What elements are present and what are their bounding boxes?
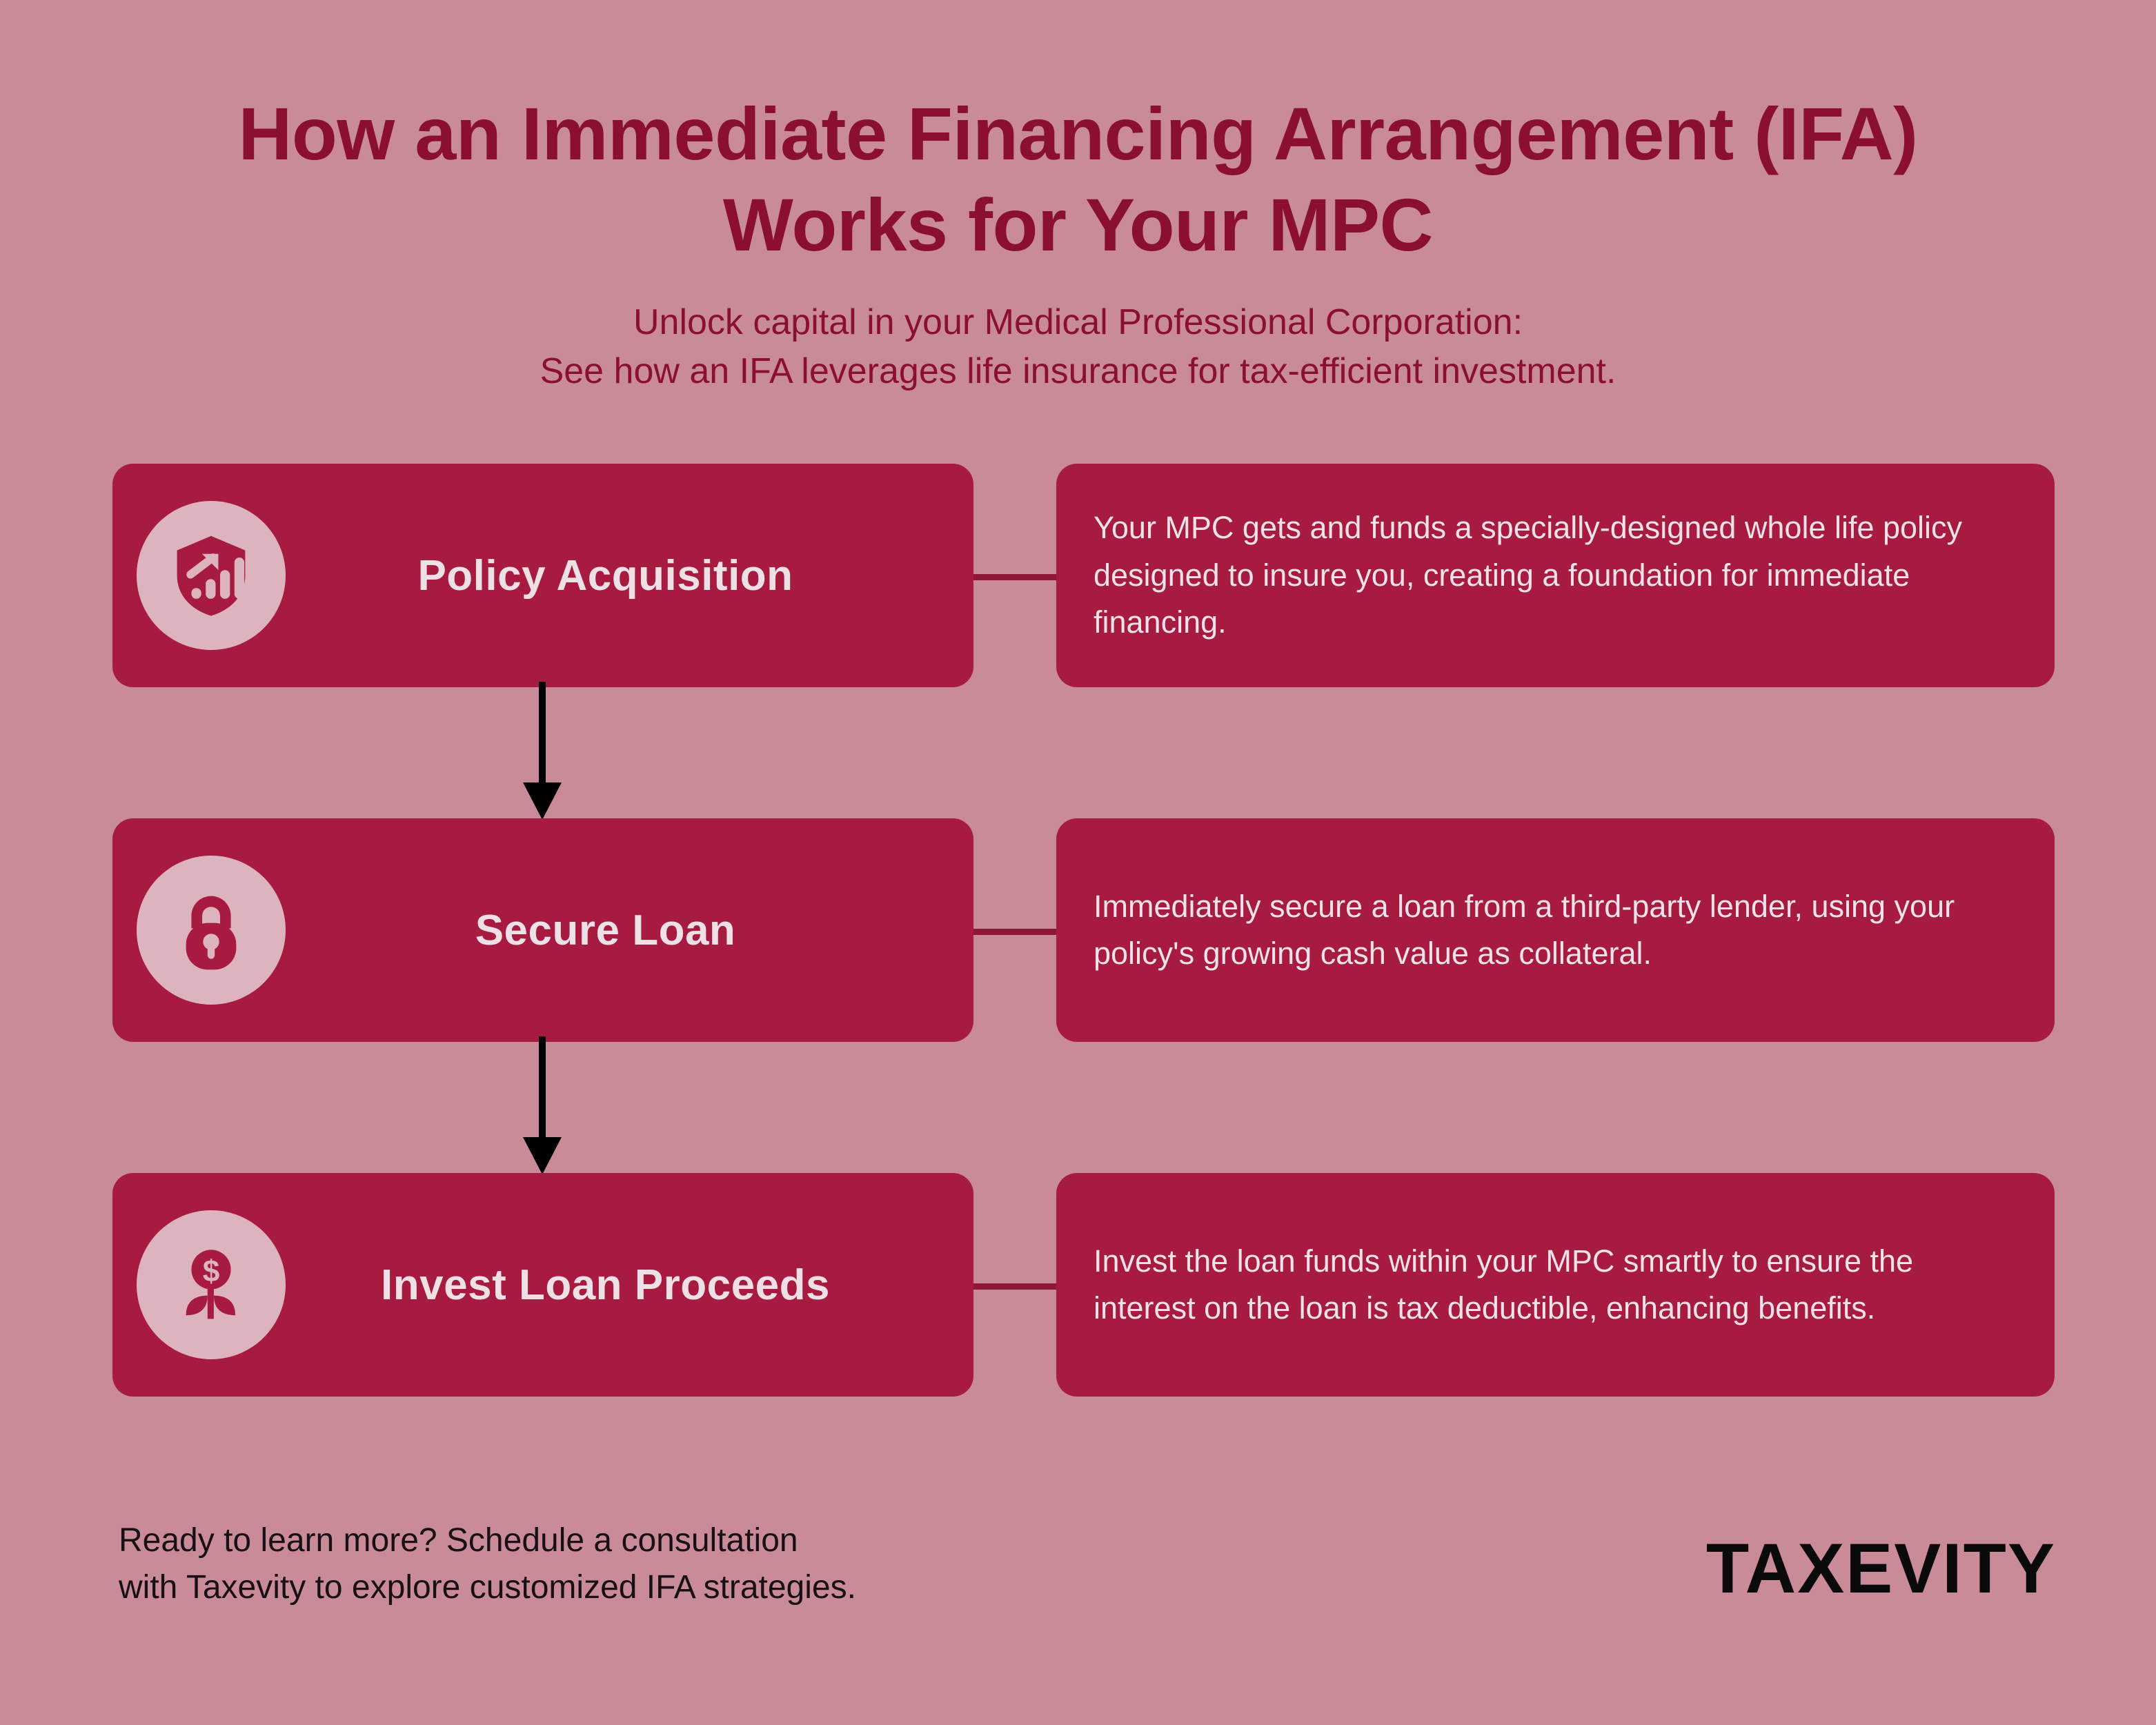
step-description: Immediately secure a loan from a third-p…: [1094, 888, 1955, 971]
step-description-card: Invest the loan funds within your MPC sm…: [1056, 1173, 2055, 1397]
flow-arrow-down: [515, 1036, 570, 1177]
footer: Ready to learn more? Schedule a consulta…: [0, 1508, 2156, 1666]
step-title: Policy Acquisition: [417, 551, 793, 600]
flow-row-2: Secure Loan Immediately secure a loan fr…: [0, 818, 2156, 1042]
connector-line: [973, 574, 1056, 580]
shield-growth-icon: [137, 501, 286, 650]
taxevity-logo: TAXEVITY: [1705, 1529, 2056, 1608]
step-card-policy-acquisition[interactable]: Policy Acquisition: [112, 464, 973, 687]
step-card-secure-loan[interactable]: Secure Loan: [112, 818, 973, 1042]
flow-arrow-down: [515, 682, 570, 822]
svg-text:$: $: [203, 1254, 220, 1288]
cta-text: Ready to learn more? Schedule a consulta…: [119, 1522, 856, 1606]
step-description: Invest the loan funds within your MPC sm…: [1094, 1243, 1914, 1325]
flow-row-1: Policy Acquisition Your MPC gets and fun…: [0, 464, 2156, 687]
step-description-card: Immediately secure a loan from a third-p…: [1056, 818, 2055, 1042]
step-description-card: Your MPC gets and funds a specially-desi…: [1056, 464, 2055, 687]
step-description: Your MPC gets and funds a specially-desi…: [1094, 510, 1963, 640]
header: How an Immediate Financing Arrangement (…: [0, 0, 2156, 397]
step-title: Secure Loan: [475, 906, 736, 954]
page-subtitle: Unlock capital in your Medical Professio…: [540, 302, 1616, 392]
page-title: How an Immediate Financing Arrangement (…: [238, 92, 1918, 266]
connector-line: [973, 929, 1056, 935]
flow-row-3: $ Invest Loan Proceeds Invest the loan f…: [0, 1173, 2156, 1397]
money-plant-icon: $: [137, 1210, 286, 1359]
step-card-invest-loan-proceeds[interactable]: $ Invest Loan Proceeds: [112, 1173, 973, 1397]
lock-icon: [137, 856, 286, 1005]
connector-line: [973, 1283, 1056, 1290]
step-title: Invest Loan Proceeds: [381, 1261, 830, 1309]
